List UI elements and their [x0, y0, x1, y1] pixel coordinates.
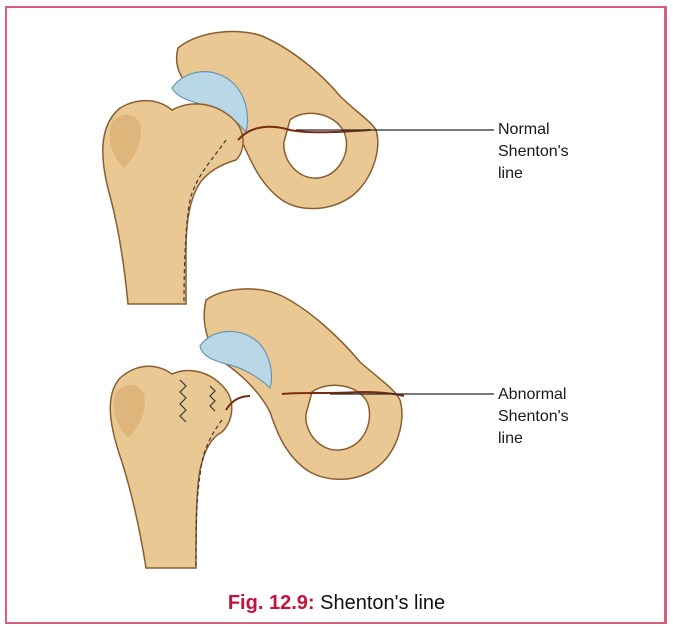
abnormal-label-line-1: Abnormal [498, 384, 569, 406]
figure-caption: Fig. 12.9: Shenton's line [0, 590, 673, 616]
abnormal-obturator-foramen [306, 385, 370, 450]
normal-label-line-3: line [498, 163, 569, 185]
abnormal-shenton-label: Abnormal Shenton's line [498, 384, 569, 450]
abnormal-label-line-2: Shenton's [498, 406, 569, 428]
normal-label-line-1: Normal [498, 119, 569, 141]
normal-obturator-foramen [284, 113, 347, 178]
normal-shenton-label: Normal Shenton's line [498, 119, 569, 185]
normal-label-line-2: Shenton's [498, 141, 569, 163]
figure-caption-text: Shenton's line [320, 592, 445, 614]
figure-number: Fig. 12.9: [228, 592, 315, 614]
normal-hip-group [103, 32, 494, 304]
abnormal-label-line-3: line [498, 428, 569, 450]
abnormal-hip-group [110, 289, 494, 568]
abnormal-pelvis [204, 289, 402, 479]
